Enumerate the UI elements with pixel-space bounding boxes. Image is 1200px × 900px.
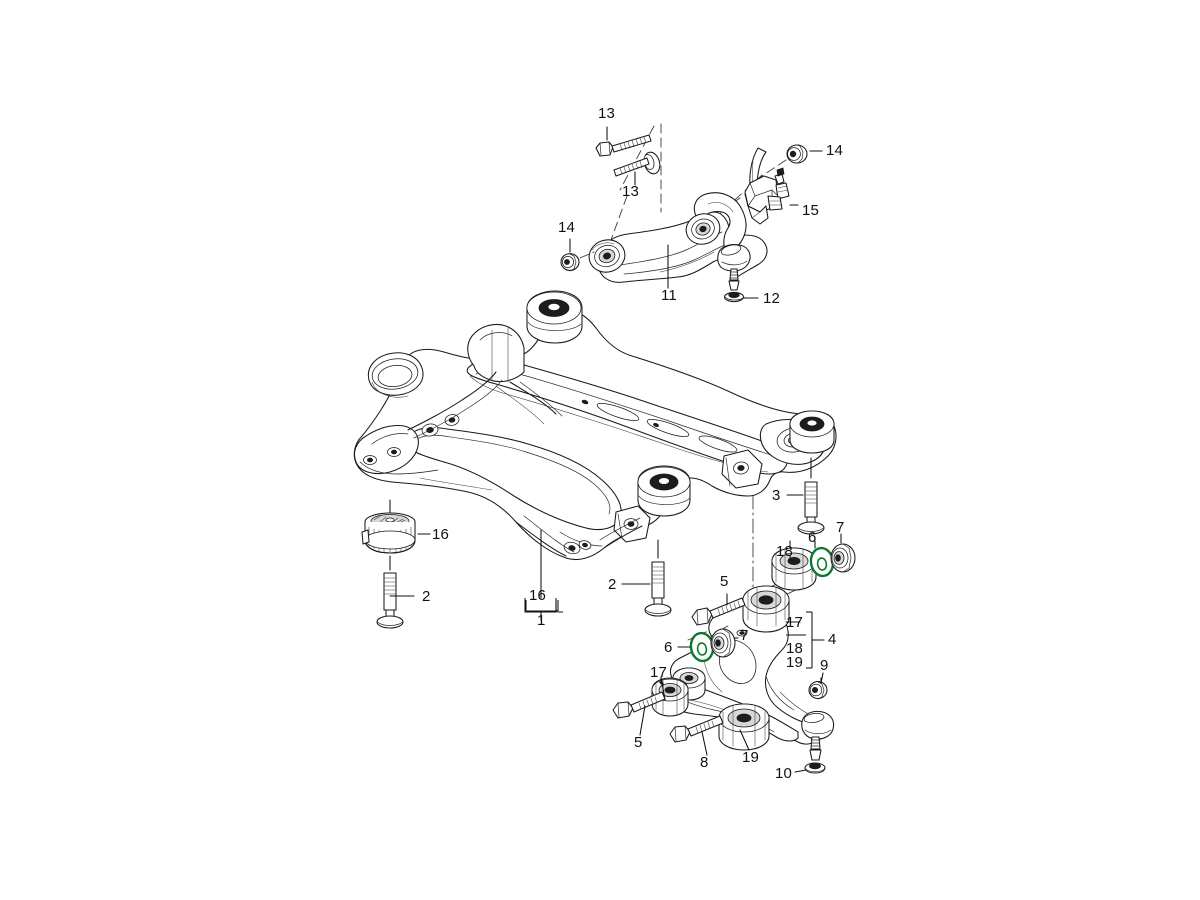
callout-15: 15 [802,202,820,219]
lower-arm-bushing-eye-top [742,585,790,633]
bushing-sleeve-7-upper [830,533,856,573]
callout-19-lower: 19 [742,749,760,766]
callout-6-upper: 6 [808,529,817,546]
callout-18-right: 18 [786,640,804,657]
subframe-right-bushing [789,410,835,454]
bolt-5-upper [691,593,746,626]
bushing-19-mounted [718,703,770,751]
callout-16-part: 16 [432,526,450,543]
subframe-bolt-3 [786,457,825,535]
leader-10 [794,769,807,773]
callout-5-lower: 5 [634,734,643,751]
callout-1: 1 [537,612,546,629]
callout-8: 8 [700,754,709,771]
callout-2-left: 2 [422,588,431,605]
bushing-18-free [771,540,817,591]
nut-9 [808,672,828,700]
callout-14-right: 14 [826,142,844,159]
bracket-4-group [785,611,825,669]
subframe-assembly-group [353,290,837,561]
upper-control-arm-group [588,192,768,303]
bolt-13-short [613,151,661,186]
lower-arm-left-sleeve [672,667,706,701]
bushing-17-free [651,676,689,717]
bolt-8 [669,715,724,756]
callout-14-left: 14 [558,219,576,236]
callout-19-right: 19 [786,654,804,671]
mount-bush-16 [361,499,431,571]
subframe-lower-bushing [637,465,691,517]
callout-3: 3 [772,487,781,504]
callout-13-long: 13 [598,105,616,122]
callout-12: 12 [763,290,781,307]
callout-7-upper: 7 [836,519,845,536]
bracket-16-1 [525,600,559,612]
callout-13-short: 13 [622,183,640,200]
callout-18-upper: 18 [776,543,794,560]
callout-10: 10 [775,765,793,782]
callout-6-lower: 6 [664,639,673,656]
subframe-bolt-2-center [621,539,672,617]
callout-17-left: 17 [650,664,668,681]
nut-14-right [755,144,823,181]
subframe-top-bushing [526,290,583,344]
nut-14-left [560,238,595,272]
subframe-bolt-2-left [376,572,415,629]
callout-7-lower: 7 [740,627,749,644]
lower-control-arm-group [661,585,835,774]
bolt-5-lower [612,691,666,736]
bracket-1-leader [524,529,563,621]
callout-5-upper: 5 [720,573,729,590]
callout-4: 4 [828,631,837,648]
washer-6-upper-highlighted[interactable] [809,540,835,578]
callout-16-group: 16 [529,587,547,604]
bushing-sleeve-7-lower [710,628,739,658]
callout-9: 9 [820,657,829,674]
leader-19-lower [739,729,750,751]
bolt-13-long [595,126,652,157]
callout-11: 11 [661,287,677,304]
callout-2-center: 2 [608,576,617,593]
callout-17-right: 17 [786,614,804,631]
sensor-bracket-15 [744,147,799,225]
